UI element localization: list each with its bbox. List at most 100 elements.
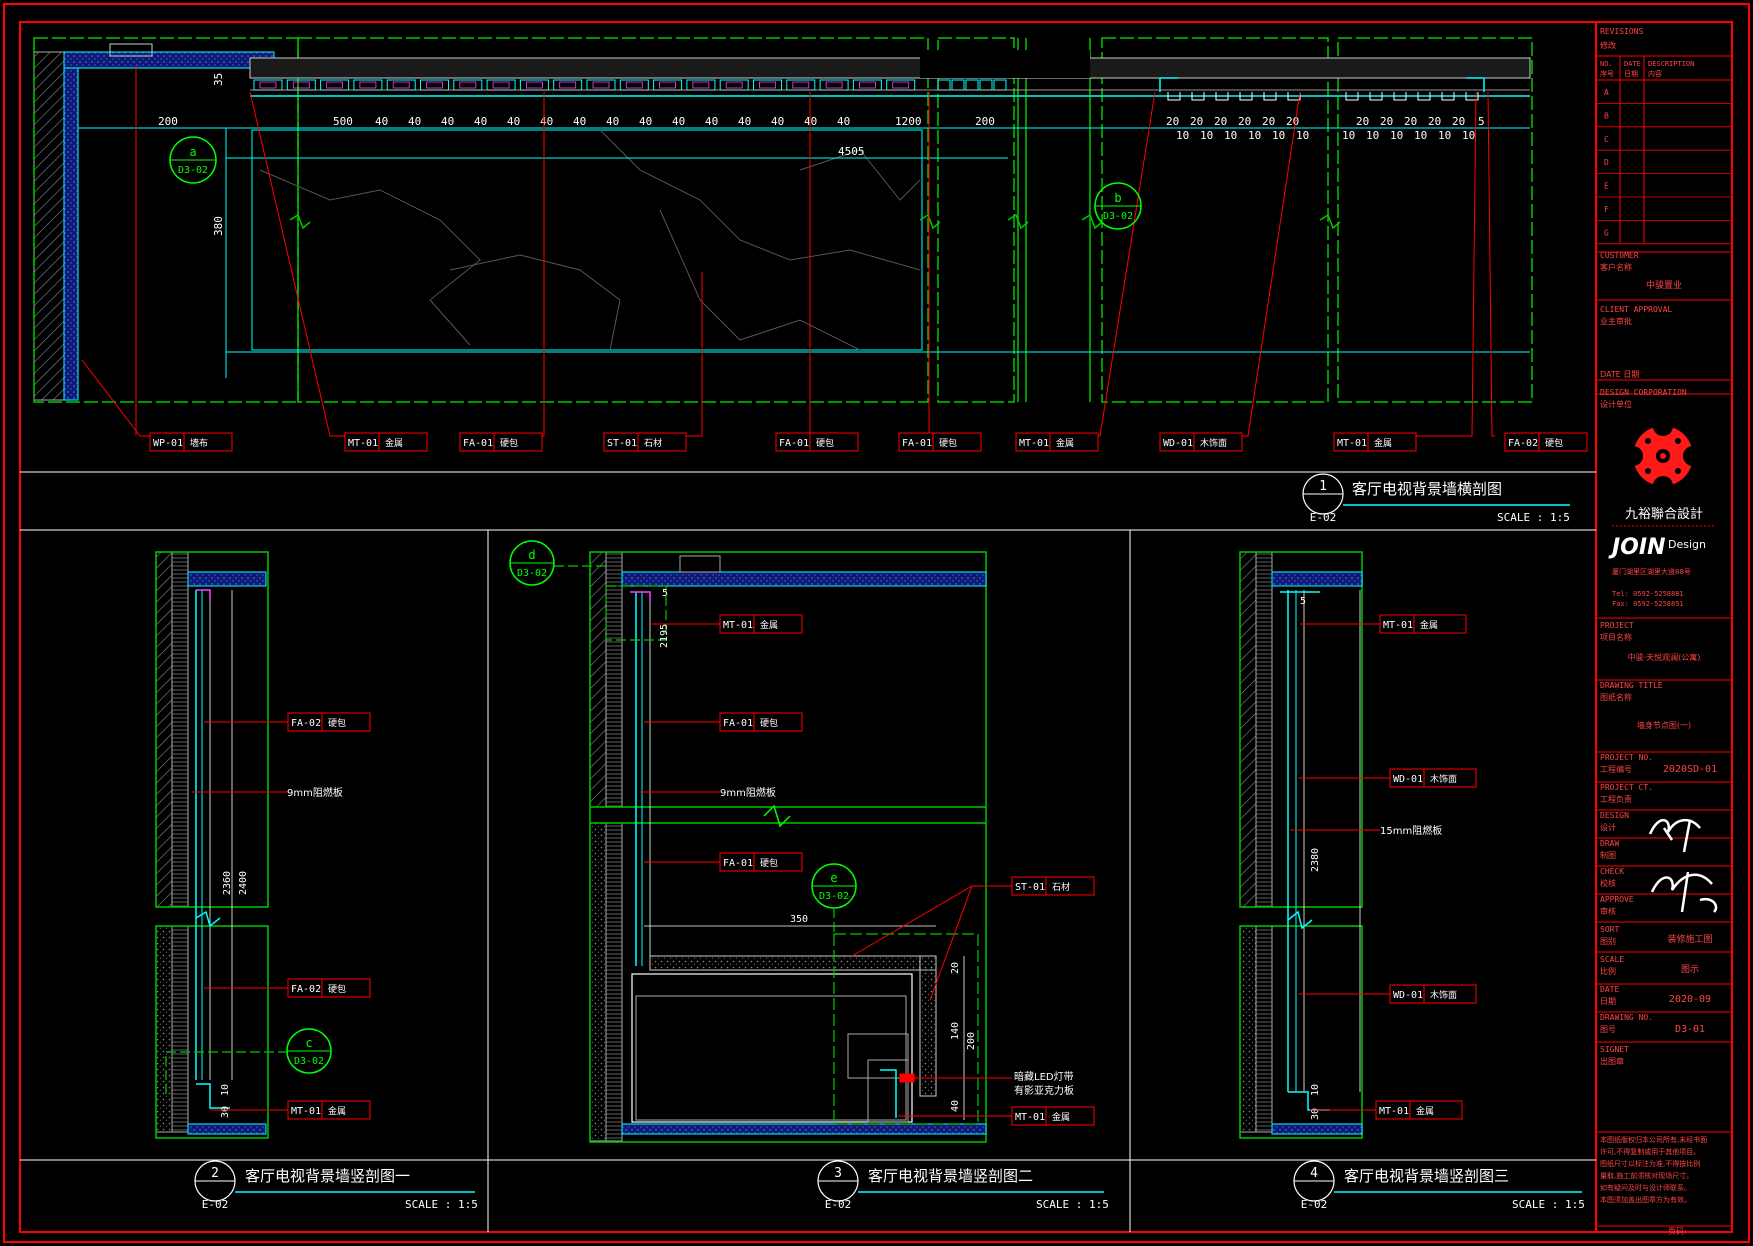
material-code: FA-01 <box>779 438 809 449</box>
dim-10: 10 <box>1438 129 1451 142</box>
stone-vein-1 <box>259 169 481 346</box>
material-label: FA-01 硬包 <box>459 432 543 452</box>
material-code: WD-01 <box>1163 438 1193 449</box>
material-desc: 硬包 <box>760 857 778 869</box>
dim-40: 40 <box>573 115 586 128</box>
break-line-4 <box>1081 213 1103 230</box>
material-desc: 金属 <box>1052 1111 1070 1123</box>
dim-500: 500 <box>333 115 353 128</box>
svg-text:20: 20 <box>950 962 961 974</box>
dim-10: 10 <box>1462 129 1475 142</box>
bubble-d: d D3-02 <box>509 540 555 586</box>
material-code: FA-01 <box>723 718 753 729</box>
plan-left-wall <box>33 51 65 401</box>
s4-leaders <box>1290 623 1390 1111</box>
plan-cell <box>937 79 951 91</box>
plan-cell-inner <box>825 81 843 89</box>
material-desc: 硬包 <box>500 437 518 449</box>
dim-20: 20 <box>1356 115 1369 128</box>
plan-cell-inner <box>592 81 610 89</box>
svg-text:2195: 2195 <box>659 624 670 648</box>
svg-text:D3-02: D3-02 <box>294 1056 324 1067</box>
plan-slat <box>1465 92 1479 101</box>
svg-text:CLIENT APPROVAL: CLIENT APPROVAL <box>1600 305 1672 314</box>
svg-text:Design: Design <box>1668 538 1706 551</box>
s3-break <box>763 804 791 828</box>
plan-green-frame-2 <box>297 37 929 403</box>
plan-cell-inner <box>459 81 477 89</box>
plan-cell <box>653 79 683 91</box>
svg-text:厦门湖里区湖里大道88号: 厦门湖里区湖里大道88号 <box>1612 567 1691 576</box>
svg-text:2: 2 <box>211 1166 219 1181</box>
s4-wall-hatch-top <box>1239 551 1257 908</box>
dim-40: 40 <box>639 115 652 128</box>
svg-text:设计: 设计 <box>1600 822 1616 832</box>
svg-text:2360: 2360 <box>222 871 233 895</box>
dim-10: 10 <box>1390 129 1403 142</box>
stone-vein-2 <box>599 129 921 271</box>
s2-title-block: 2 E-02 客厅电视背景墙竖剖图一 SCALE : 1:5 <box>194 1160 478 1211</box>
rev-row-letter: B <box>1604 111 1609 120</box>
svg-text:设计单位: 设计单位 <box>1600 399 1632 409</box>
svg-text:5: 5 <box>1300 596 1306 607</box>
plan-slat <box>1191 92 1205 101</box>
svg-text:SIGNET: SIGNET <box>1600 1045 1629 1054</box>
svg-text:E-02: E-02 <box>1301 1198 1328 1211</box>
s3-title-block: 3 E-02 客厅电视背景墙竖剖图二 SCALE : 1:5 <box>817 1160 1109 1211</box>
svg-text:中骏置业: 中骏置业 <box>1646 279 1682 291</box>
svg-text:图号: 图号 <box>1600 1025 1616 1034</box>
plan-cell-inner <box>292 81 310 89</box>
svg-text:业主审批: 业主审批 <box>1600 316 1632 326</box>
s3-led-note-1: 暗藏LED灯带 <box>1014 1070 1074 1083</box>
svg-text:审核: 审核 <box>1600 906 1616 916</box>
plan-cell-inner <box>725 81 743 89</box>
svg-text:4: 4 <box>1310 1166 1318 1181</box>
dim-5: 5 <box>1478 115 1485 128</box>
s3-metal-base <box>880 1069 897 1118</box>
s3-wall-board-top <box>605 551 623 808</box>
plan-green-frame-5 <box>1337 37 1533 403</box>
material-desc: 金属 <box>760 619 778 631</box>
svg-text:3: 3 <box>834 1166 842 1181</box>
material-code: FA-02 <box>291 984 321 995</box>
plan-slat <box>1441 92 1455 101</box>
svg-text:装修施工图: 装修施工图 <box>1667 933 1712 945</box>
material-desc: 木饰面 <box>1200 437 1227 449</box>
s2-green-frame-top <box>155 551 269 908</box>
material-code: FA-01 <box>463 438 493 449</box>
inner-border <box>19 21 1733 1233</box>
plan-green-frame-4 <box>1101 37 1329 403</box>
s2-wall-board-top <box>171 551 189 908</box>
dim-10: 10 <box>1224 129 1237 142</box>
svg-text:出图章: 出图章 <box>1600 1056 1624 1066</box>
rev-row-letter: E <box>1604 182 1609 191</box>
plan-cell <box>819 79 849 91</box>
dim-40: 40 <box>507 115 520 128</box>
plan-title: 客厅电视背景墙横剖图 <box>1352 480 1502 498</box>
s4-wall-hatch-bot <box>1239 925 1257 1133</box>
plan-top-strip <box>249 57 1531 79</box>
stone-vein-3 <box>659 209 861 351</box>
s3-led-note-2: 有影亚克力板 <box>1014 1084 1074 1097</box>
rev-col-header: NO. <box>1600 60 1613 68</box>
svg-text:DATE: DATE <box>1600 985 1619 994</box>
material-code: MT-01 <box>1019 438 1049 449</box>
svg-text:墙身节点图(一): 墙身节点图(一) <box>1637 720 1691 730</box>
dim-20: 20 <box>1380 115 1393 128</box>
rev-col-header: DESCRIPTION <box>1648 60 1694 68</box>
plan-cell-inner <box>359 81 377 89</box>
plan-slat <box>1167 92 1181 101</box>
plan-cell <box>453 79 483 91</box>
svg-text:DESIGN CORPORATION: DESIGN CORPORATION <box>1600 388 1687 397</box>
svg-text:DRAWING TITLE: DRAWING TITLE <box>1600 681 1663 690</box>
s4-scale: SCALE : 1:5 <box>1512 1198 1585 1211</box>
plan-slat-metal <box>1159 77 1178 92</box>
s4-wall-board-top <box>1255 551 1273 908</box>
